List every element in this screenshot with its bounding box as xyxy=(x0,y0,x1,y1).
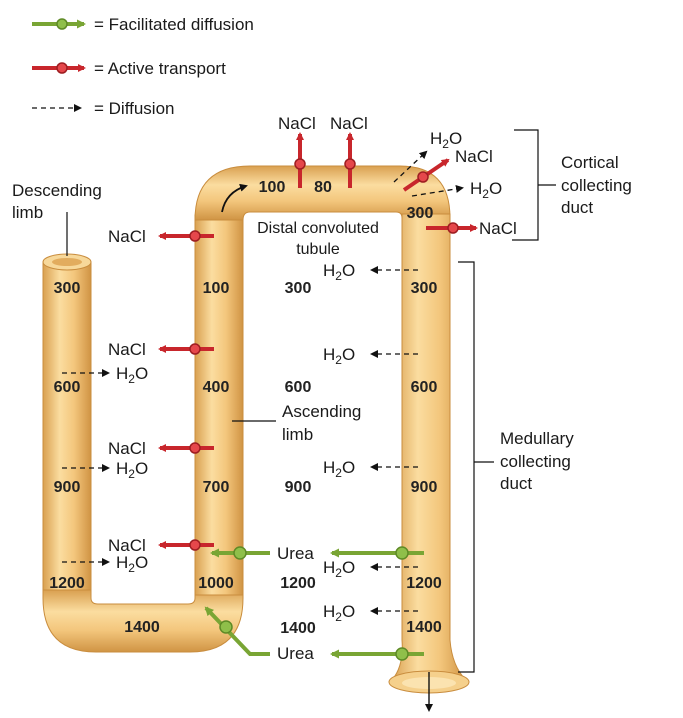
collecting-value: 300 xyxy=(407,205,434,222)
nacl-active-arrow: NaCl xyxy=(330,114,368,188)
distal-value: 100 xyxy=(259,179,286,196)
collecting-value: 300 xyxy=(411,280,438,297)
medullary-duct-label-line2: collecting xyxy=(500,452,571,471)
h2o-label: H2O xyxy=(116,553,148,575)
distal-tubule-label-line1: Distal convoluted xyxy=(257,220,379,237)
ascending-limb-label-line1: Ascending xyxy=(282,402,361,421)
nacl-active-arrow: NaCl xyxy=(108,439,214,458)
h2o-diffusion-arrow: H2O xyxy=(62,553,148,575)
h2o-diffusion-arrow: H2O xyxy=(323,458,418,480)
nacl-label: NaCl xyxy=(108,439,146,458)
h2o-label: H2O xyxy=(323,261,355,283)
ascending-value: 100 xyxy=(203,280,230,297)
medullary-duct-label-line1: Medullary xyxy=(500,429,574,448)
legend-active-label: = Active transport xyxy=(94,59,226,78)
h2o-diffusion-arrow: H2O xyxy=(323,558,418,580)
legend-diffusion-label: = Diffusion xyxy=(94,99,174,118)
collecting-value: 1200 xyxy=(406,575,442,592)
h2o-label: H2O xyxy=(323,558,355,580)
h2o-label: H2O xyxy=(116,364,148,386)
descending-limb xyxy=(42,261,92,598)
loop-bottom-value: 1400 xyxy=(124,619,160,636)
nacl-active-arrow: NaCl xyxy=(108,340,214,359)
legend-facilitated-label: = Facilitated diffusion xyxy=(94,15,254,34)
medullary-duct-label-line3: duct xyxy=(500,474,532,493)
descending-limb-label-line2: limb xyxy=(12,203,43,222)
h2o-diffusion-arrow: H2O xyxy=(411,179,502,201)
h2o-diffusion-arrow: H2O xyxy=(323,345,418,367)
nacl-active-arrow: NaCl xyxy=(108,227,214,246)
interstitial-value: 900 xyxy=(285,479,312,496)
tubular-flow-arrow xyxy=(221,183,248,213)
h2o-label: H2O xyxy=(470,179,502,201)
h2o-diffusion-arrow: H2O xyxy=(323,602,418,624)
h2o-label: H2O xyxy=(323,458,355,480)
loop-bend xyxy=(42,589,244,653)
nacl-label: NaCl xyxy=(108,536,146,555)
collecting-value: 1400 xyxy=(406,619,442,636)
urea-facilitated-arrows: Urea Urea xyxy=(204,544,424,663)
distal-value: 80 xyxy=(314,179,332,196)
nacl-active-arrow: NaCl xyxy=(108,536,214,555)
ascending-value: 400 xyxy=(203,379,230,396)
h2o-label: H2O xyxy=(430,129,462,151)
distal-tubule-label-line2: tubule xyxy=(296,241,340,258)
nacl-label: NaCl xyxy=(108,340,146,359)
h2o-diffusion-arrow: H2O xyxy=(393,129,462,183)
descending-limb-label-line1: Descending xyxy=(12,181,102,200)
descending-value: 600 xyxy=(54,379,81,396)
h2o-label: H2O xyxy=(323,602,355,624)
h2o-label: H2O xyxy=(323,345,355,367)
h2o-diffusion-arrow: H2O xyxy=(62,459,148,481)
osmolarity-values: 300 600 900 1200 1400 100 400 700 1000 1… xyxy=(49,179,442,637)
nacl-label: NaCl xyxy=(278,114,316,133)
medullary-duct-bracket xyxy=(458,261,475,673)
ascending-value: 1000 xyxy=(198,575,234,592)
distal-tubule-label: Distal convoluted tubule xyxy=(257,220,379,258)
collecting-value: 600 xyxy=(411,379,438,396)
ascending-value: 700 xyxy=(203,479,230,496)
interstitial-value: 1400 xyxy=(280,620,316,637)
cortical-duct-label-line1: Cortical xyxy=(561,153,619,172)
descending-value: 900 xyxy=(54,479,81,496)
cortical-duct-label: Cortical collecting duct xyxy=(512,129,632,241)
water-diffusion-arrows: H2O H2O H2O H2O H2O H2O H2O H2O xyxy=(62,129,502,624)
h2o-label: H2O xyxy=(116,459,148,481)
ascending-limb-label: Ascending limb xyxy=(232,402,361,444)
urea-recycle-arrow: Urea xyxy=(204,606,424,663)
h2o-diffusion-arrow: H2O xyxy=(62,364,148,386)
urea-label: Urea xyxy=(277,544,314,563)
interstitial-value: 300 xyxy=(285,280,312,297)
interstitial-value: 600 xyxy=(285,379,312,396)
nacl-active-arrow: NaCl xyxy=(426,219,517,238)
urea-recycle-arrow: Urea xyxy=(210,544,424,563)
cortical-duct-label-line3: duct xyxy=(561,198,593,217)
nephron-tubes xyxy=(42,165,470,712)
nacl-active-arrow: NaCl xyxy=(278,114,316,188)
nacl-label: NaCl xyxy=(330,114,368,133)
descending-limb-label: Descending limb xyxy=(12,181,102,256)
nacl-label: NaCl xyxy=(455,147,493,166)
h2o-diffusion-arrow: H2O xyxy=(323,261,418,283)
cortical-duct-label-line2: collecting xyxy=(561,176,632,195)
legend: = Facilitated diffusion = Active transpo… xyxy=(32,15,254,118)
legend-active-icon xyxy=(32,62,86,74)
descending-value: 1200 xyxy=(49,575,85,592)
active-transport-arrows: NaCl NaCl NaCl NaCl NaCl NaCl xyxy=(108,114,517,555)
nacl-label: NaCl xyxy=(479,219,517,238)
collecting-value: 900 xyxy=(411,479,438,496)
ascending-limb-label-line2: limb xyxy=(282,425,313,444)
nacl-active-arrow: NaCl xyxy=(402,147,493,192)
descending-value: 300 xyxy=(54,280,81,297)
urea-label: Urea xyxy=(277,644,314,663)
interstitial-value: 1200 xyxy=(280,575,316,592)
ascending-limb xyxy=(194,214,244,596)
legend-facilitated-icon xyxy=(32,18,86,30)
medullary-duct-label: Medullary collecting duct xyxy=(458,261,574,673)
nacl-label: NaCl xyxy=(108,227,146,246)
